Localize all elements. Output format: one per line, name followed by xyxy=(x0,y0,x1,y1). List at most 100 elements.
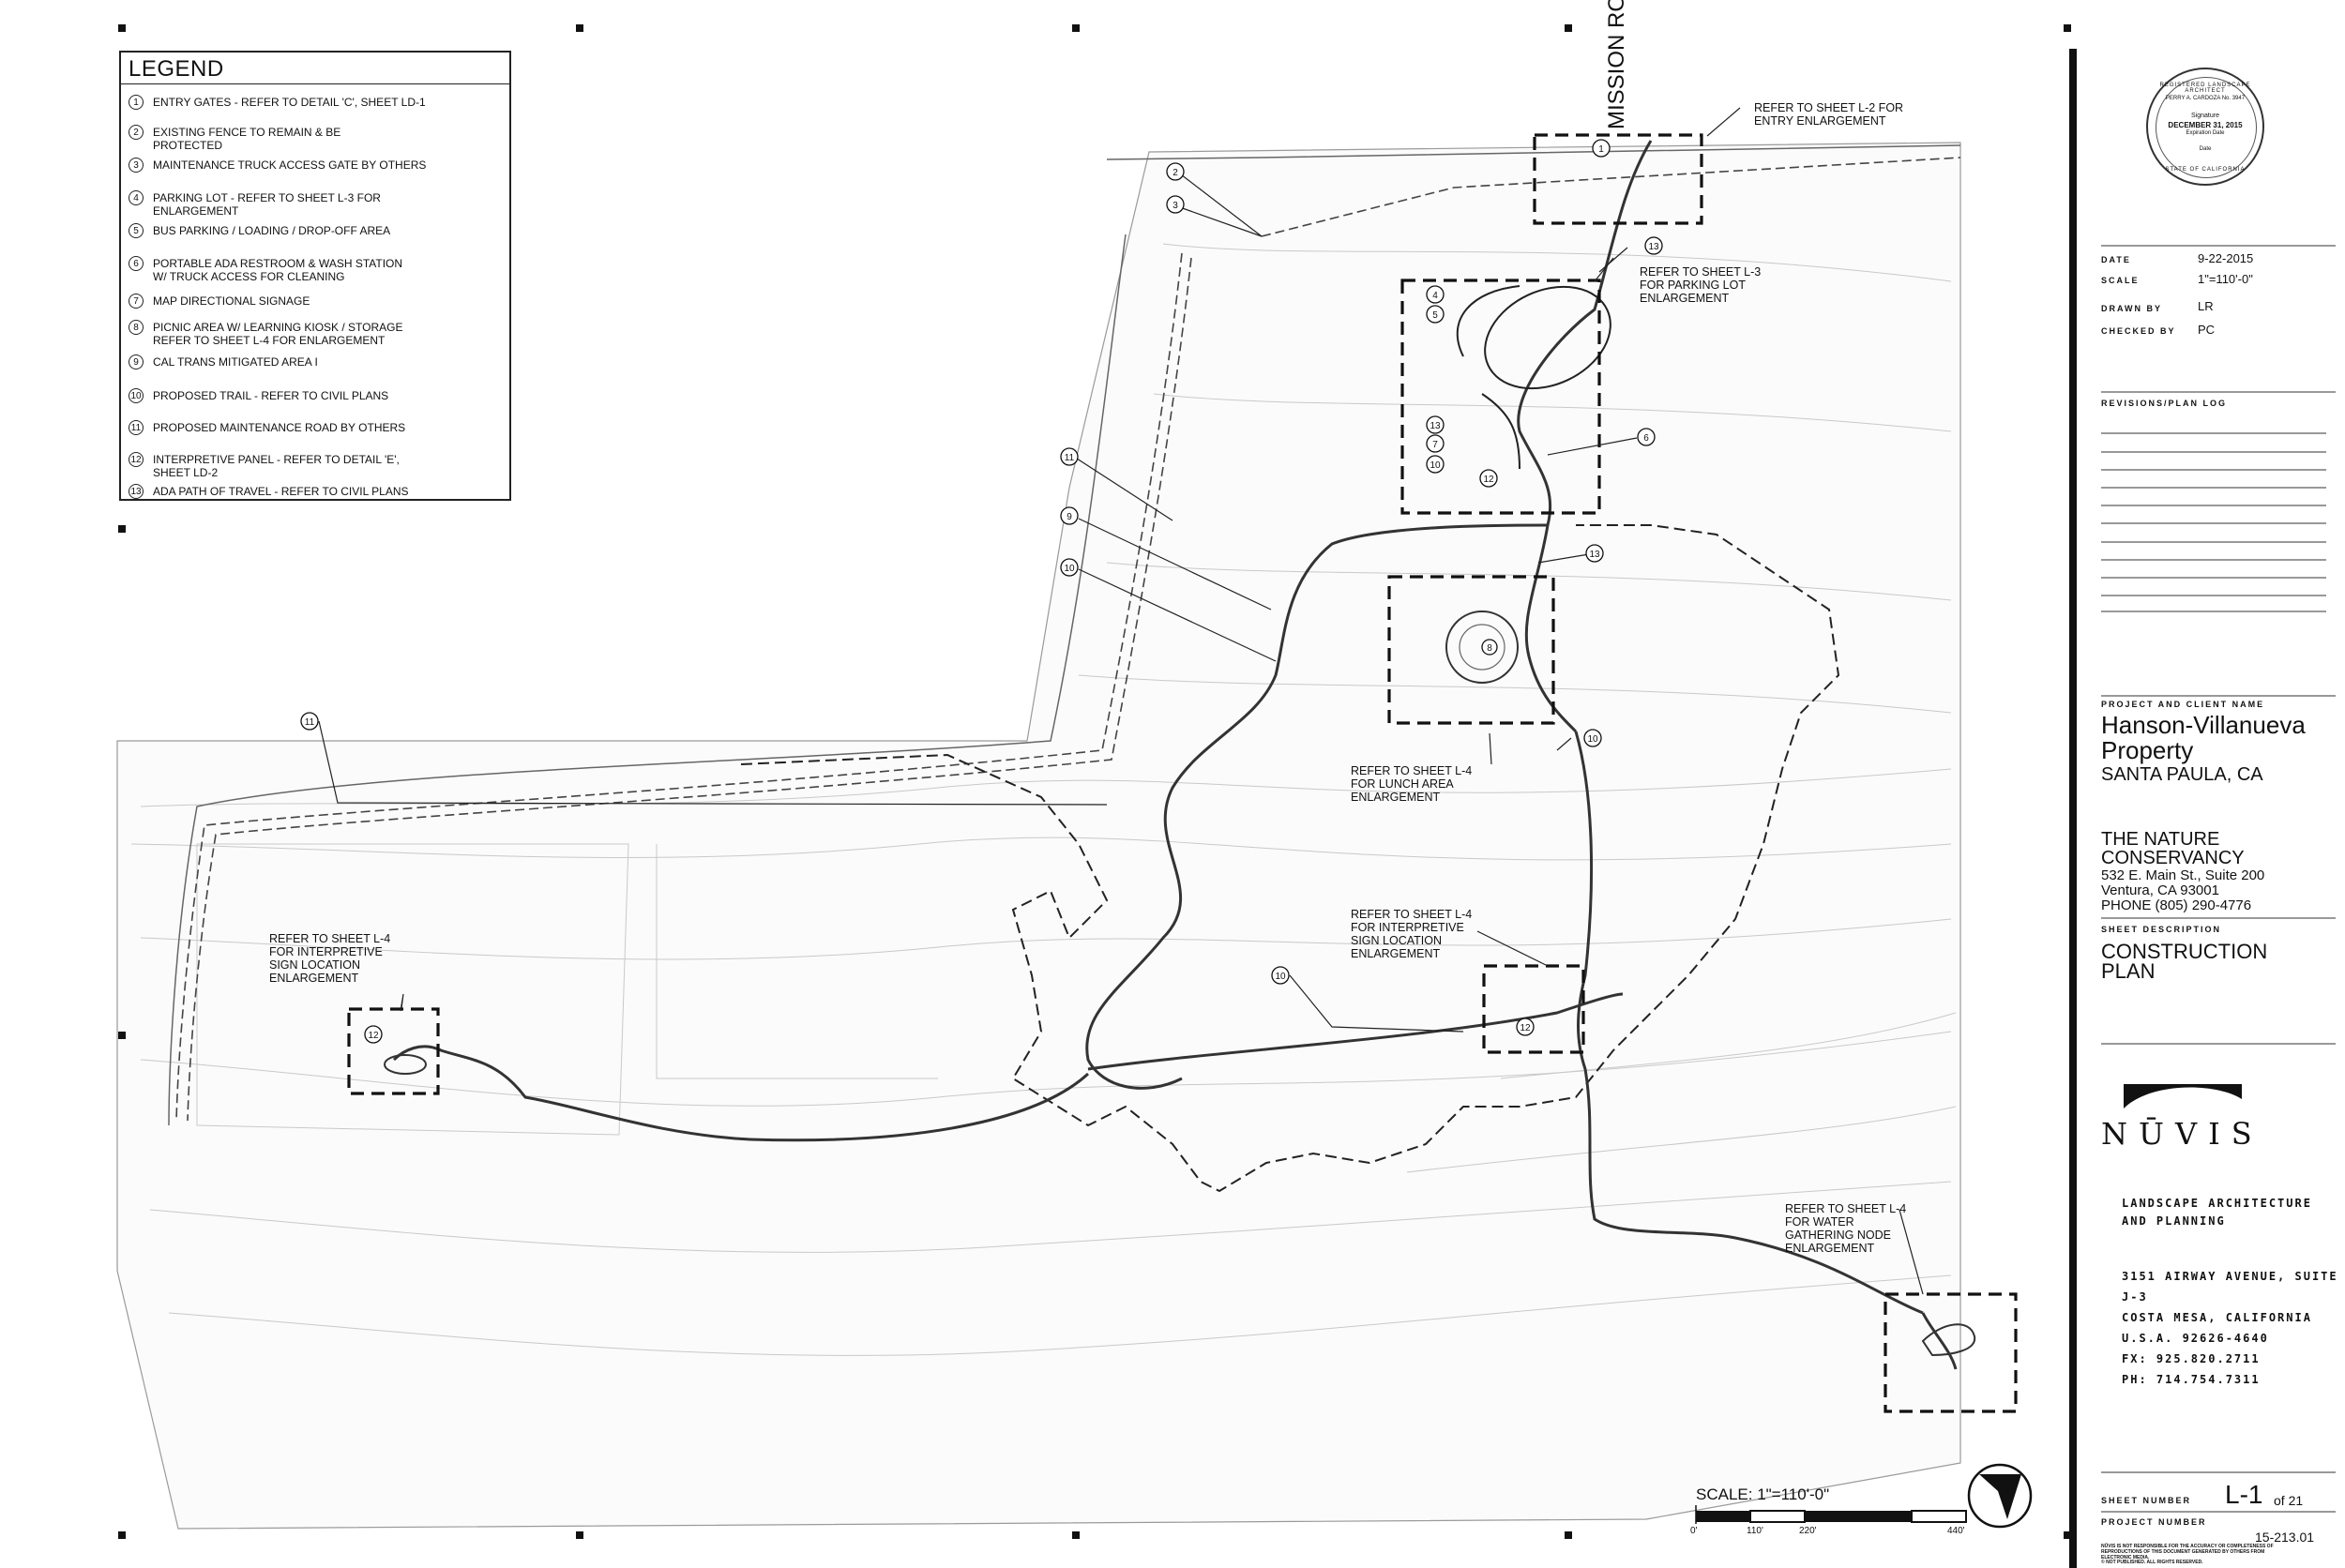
marker-10: 10 xyxy=(1426,455,1445,474)
marker-12: 12 xyxy=(364,1025,383,1044)
registration-mark xyxy=(1565,24,1572,32)
disclaimer: NŪVIS IS NOT RESPONSIBLE FOR THE ACCURAC… xyxy=(2101,1544,2274,1560)
svg-text:6: 6 xyxy=(1643,433,1649,444)
enlargement-box-parking xyxy=(1400,279,1601,515)
callout-water: REFER TO SHEET L-4 FOR WATER GATHERING N… xyxy=(1785,1202,1907,1255)
marker-3: 3 xyxy=(1166,195,1185,214)
firm-address: 3151 AIRWAY AVENUE, SUITE J-3 COSTA MESA… xyxy=(2122,1270,2338,1386)
terrain-contours xyxy=(130,243,1957,1356)
callout-parking: REFER TO SHEET L-3 FOR PARKING LOT ENLAR… xyxy=(1640,265,1762,305)
marker-9: 9 xyxy=(1060,506,1079,525)
sheet-description-label: SHEET DESCRIPTION xyxy=(2101,925,2222,934)
marker-10: 10 xyxy=(1583,729,1602,747)
registration-mark xyxy=(1072,1531,1080,1539)
scale-label: SCALE: 1"=110'-0" xyxy=(1696,1485,1830,1503)
marker-12: 12 xyxy=(1479,469,1498,488)
registration-mark xyxy=(118,525,126,533)
enlargement-box-sign-center xyxy=(1482,964,1585,1054)
registration-mark xyxy=(118,1531,126,1539)
picnic-area xyxy=(1445,611,1519,684)
marker-13: 13 xyxy=(1644,236,1663,255)
client-name: THE NATURE CONSERVANCY xyxy=(2101,829,2245,868)
property-boundary xyxy=(116,142,1961,1530)
svg-text:12: 12 xyxy=(1520,1023,1531,1033)
svg-text:10: 10 xyxy=(1587,734,1598,745)
drawn-by-value: LR xyxy=(2198,299,2214,313)
svg-text:12: 12 xyxy=(1483,475,1494,485)
svg-text:4: 4 xyxy=(1432,291,1438,301)
sheet-number-label: SHEET NUMBER xyxy=(2101,1496,2192,1505)
callout-sign-center: REFER TO SHEET L-4 FOR INTERPRETIVE SIGN… xyxy=(1351,908,1473,960)
svg-text:10: 10 xyxy=(1064,564,1075,574)
svg-text:10: 10 xyxy=(1430,460,1441,471)
svg-text:11: 11 xyxy=(1065,453,1075,463)
svg-text:1: 1 xyxy=(1598,144,1604,155)
firm-logo-text: NŪVIS xyxy=(2101,1116,2263,1152)
registration-mark xyxy=(118,24,126,32)
architect-seal: REGISTERED LANDSCAPE ARCHITECT PERRY A. … xyxy=(2146,68,2264,186)
registration-mark xyxy=(1072,24,1080,32)
svg-text:3: 3 xyxy=(1172,201,1178,211)
svg-text:10: 10 xyxy=(1275,972,1286,982)
registration-mark xyxy=(118,1032,126,1039)
mitigated-area-boundary xyxy=(740,524,1840,1193)
titleblock-lines xyxy=(2101,245,2336,1513)
project-location: SANTA PAULA, CA xyxy=(2101,764,2263,785)
registration-mark xyxy=(2064,24,2071,32)
registration-mark xyxy=(576,24,583,32)
scale-tick: 110' xyxy=(1747,1526,1763,1536)
svg-text:9: 9 xyxy=(1067,512,1072,522)
scale-tick: 220' xyxy=(1799,1526,1817,1536)
firm-tagline: LANDSCAPE ARCHITECTURE AND PLANNING xyxy=(2122,1197,2312,1228)
enlargement-box-lunch xyxy=(1387,575,1555,725)
scale-bar xyxy=(1695,1505,1967,1524)
marker-10: 10 xyxy=(1060,558,1079,577)
project-label: PROJECT AND CLIENT NAME xyxy=(2101,700,2265,709)
picnic-area-inner xyxy=(1459,624,1505,671)
marker-2: 2 xyxy=(1166,162,1185,181)
date-value: 9-22-2015 xyxy=(2198,251,2254,265)
svg-text:11: 11 xyxy=(305,717,315,728)
marker-7: 7 xyxy=(1426,434,1445,453)
nuvis-logo-icon xyxy=(2124,1084,2242,1108)
registration-mark xyxy=(1565,1531,1572,1539)
enlargement-box-water xyxy=(1884,1292,2018,1413)
north-arrow xyxy=(1967,1463,2033,1529)
scale-field-value: 1"=110'-0" xyxy=(2198,272,2253,286)
revisions-label: REVISIONS/PLAN LOG xyxy=(2101,399,2228,408)
scale-tick: 0' xyxy=(1690,1526,1698,1536)
client-address: 532 E. Main St., Suite 200 Ventura, CA 9… xyxy=(2101,867,2265,913)
project-number-label: PROJECT NUMBER xyxy=(2101,1517,2207,1527)
marker-10: 10 xyxy=(1271,966,1290,985)
svg-text:7: 7 xyxy=(1432,440,1438,450)
project-name: Hanson-Villanueva Property xyxy=(2101,711,2306,764)
marker-12: 12 xyxy=(1516,1018,1535,1036)
marker-11: 11 xyxy=(300,712,319,731)
svg-text:13: 13 xyxy=(1430,421,1441,431)
enlargement-box-sign-left xyxy=(347,1007,440,1095)
svg-text:13: 13 xyxy=(1589,550,1600,560)
date-label: DATE xyxy=(2101,255,2131,264)
water-gathering-node xyxy=(1921,1323,1976,1357)
marker-11: 11 xyxy=(1060,447,1079,466)
svg-text:8: 8 xyxy=(1487,643,1492,654)
sheet-of: of 21 xyxy=(2274,1493,2304,1508)
scale-tick: 440' xyxy=(1947,1526,1965,1536)
marker-5: 5 xyxy=(1426,305,1445,324)
enlargement-box-entry xyxy=(1533,133,1703,225)
registration-mark xyxy=(2064,1531,2071,1539)
marker-6: 6 xyxy=(1637,428,1656,446)
checked-by-value: PC xyxy=(2198,323,2216,337)
titleblock-border xyxy=(2069,49,2077,1568)
legend-title: LEGEND xyxy=(129,56,224,82)
highway-edge xyxy=(168,144,1961,1126)
callout-sign-left: REFER TO SHEET L-4 FOR INTERPRETIVE SIGN… xyxy=(269,932,391,985)
svg-text:5: 5 xyxy=(1432,310,1438,321)
svg-text:13: 13 xyxy=(1648,242,1659,252)
proposed-trail xyxy=(392,140,1958,1370)
registration-mark xyxy=(576,1531,583,1539)
marker-13: 13 xyxy=(1426,415,1445,434)
scale-field-label: SCALE xyxy=(2101,276,2140,285)
svg-text:2: 2 xyxy=(1172,168,1178,178)
